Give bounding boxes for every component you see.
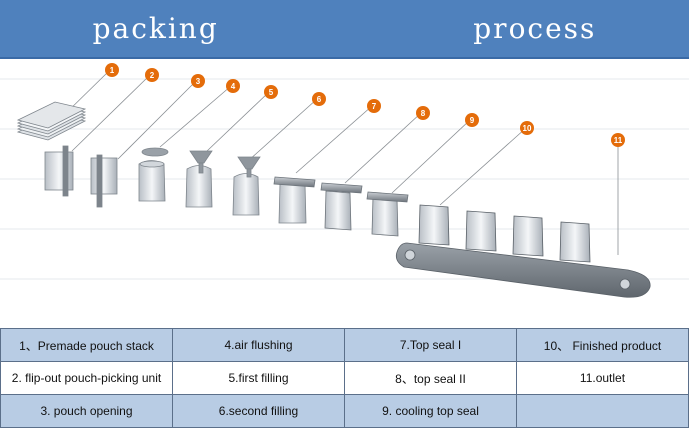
legend-step-10: 10、 Finished product — [516, 328, 689, 362]
callout-11: 11 — [611, 133, 625, 147]
title-banner: packing process — [0, 0, 689, 59]
second-filling-icon — [237, 156, 307, 224]
pouch-picking-unit-icon — [44, 145, 118, 208]
callout-2: 2 — [145, 68, 159, 82]
legend-step-4: 4.air flushing — [172, 328, 345, 362]
top-seal-1-icon — [273, 176, 352, 231]
legend-step-5: 5.first filling — [172, 361, 345, 395]
legend-step-2: 2. flip-out pouch-picking unit — [0, 361, 173, 395]
svg-text:8: 8 — [421, 109, 426, 118]
svg-text:9: 9 — [470, 116, 475, 125]
svg-text:1: 1 — [110, 66, 115, 75]
callout-5: 5 — [264, 85, 278, 99]
callout-6: 6 — [312, 92, 326, 106]
callout-8: 8 — [416, 106, 430, 120]
legend-step-8: 8、top seal II — [344, 361, 517, 395]
outlet-conveyor-icon — [395, 204, 651, 298]
svg-text:6: 6 — [317, 95, 322, 104]
callout-leaders — [61, 69, 619, 255]
top-seal-2-icon — [320, 182, 399, 237]
svg-text:2: 2 — [150, 71, 155, 80]
pouch-opening-icon — [138, 160, 166, 202]
callout-7: 7 — [367, 99, 381, 113]
page-title: packing process — [92, 12, 597, 45]
legend-row: 1、Premade pouch stack 4.air flushing 7.T… — [0, 328, 689, 362]
callout-3: 3 — [191, 74, 205, 88]
legend-step-6: 6.second filling — [172, 394, 345, 428]
pouch-stack-icon — [16, 101, 87, 141]
callout-4: 4 — [226, 79, 240, 93]
legend-step-1: 1、Premade pouch stack — [0, 328, 173, 362]
callout-10: 10 — [520, 121, 534, 135]
legend-row: 2. flip-out pouch-picking unit 5.first f… — [0, 361, 689, 395]
legend-step-11: 11.outlet — [516, 361, 689, 395]
air-flushing-icon — [141, 147, 213, 208]
first-filling-icon — [189, 150, 260, 216]
legend-step-3: 3. pouch opening — [0, 394, 173, 428]
svg-text:5: 5 — [269, 88, 274, 97]
legend-row: 3. pouch opening 6.second filling 9. coo… — [0, 394, 689, 428]
svg-text:10: 10 — [523, 124, 532, 133]
svg-text:3: 3 — [196, 77, 201, 86]
svg-text:4: 4 — [231, 82, 236, 91]
legend-step-7: 7.Top seal I — [344, 328, 517, 362]
callout-1: 1 — [105, 63, 119, 77]
svg-text:11: 11 — [614, 136, 623, 145]
svg-text:7: 7 — [372, 102, 377, 111]
callout-9: 9 — [465, 113, 479, 127]
legend-empty-cell — [516, 394, 689, 428]
legend-step-9: 9. cooling top seal — [344, 394, 517, 428]
cooling-top-seal-icon — [366, 191, 409, 203]
process-diagram: 1 2 3 4 5 6 7 8 9 10 11 — [0, 59, 689, 327]
step-legend-table: 1、Premade pouch stack 4.air flushing 7.T… — [0, 328, 689, 428]
process-illustration: 1 2 3 4 5 6 7 8 9 10 11 — [0, 63, 689, 298]
